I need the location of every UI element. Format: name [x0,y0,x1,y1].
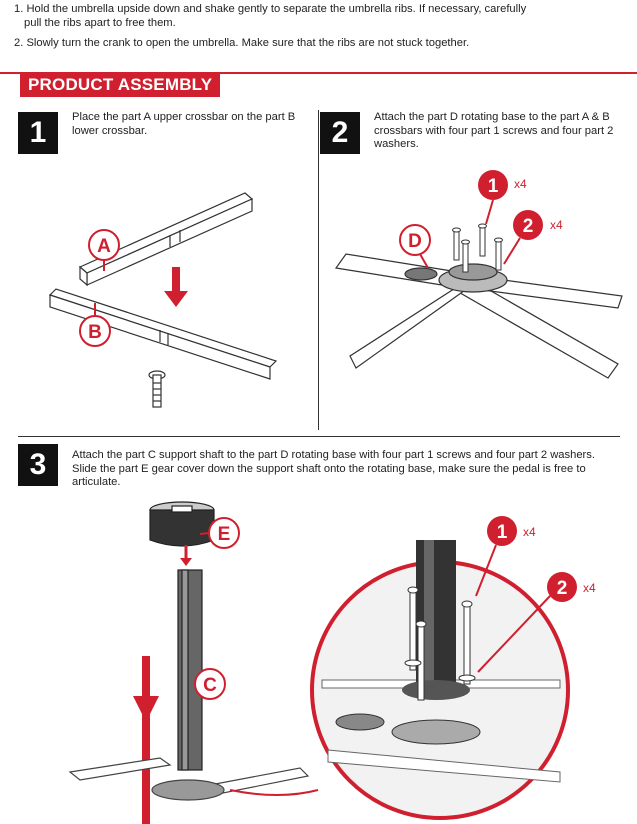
step-1-illustration: A B [48,192,278,408]
callout-washer-label: 2 [523,216,534,237]
intro-step-1-line-2: pull the ribs apart to free them. [24,17,176,29]
callout-screw-zoom-label: 1 [497,522,508,543]
callout-screw-label: 1 [488,176,499,197]
intro-step-2: 2. Slowly turn the crank to open the umb… [14,37,470,49]
intro-step-1-line-1: 1. Hold the umbrella upside down and sha… [14,3,527,15]
horizontal-divider [18,436,620,437]
callout-screw-zoom-qty: x4 [523,525,536,539]
upper-crossbar-a [78,192,254,287]
callout-c [194,668,226,700]
screws [452,223,503,273]
step-2-text: Attach the part D rotating base to the p… [374,111,614,150]
callout-b [79,303,111,347]
step-3-text: Attach the part C support shaft to the p… [72,449,595,488]
screw-icon [148,370,166,408]
step-2-illustration: D 1 x4 2 x4 [334,170,623,379]
lower-crossbar-b [48,288,278,380]
callout-e-label: E [218,524,231,545]
base-crossbars [68,757,310,801]
callout-washer-zoom-label: 2 [557,578,568,599]
callout-washer-qty: x4 [550,218,563,232]
down-arrow-icon [133,656,159,824]
gear-cover-e [149,501,215,547]
down-arrow-icon [164,267,188,307]
step-1-number: 1 [18,112,58,154]
callout-screw-qty: x4 [514,177,527,191]
section-title: PRODUCT ASSEMBLY [20,73,221,97]
step-1-text: Place the part A upper crossbar on the p… [72,111,296,137]
vertical-divider [318,110,319,430]
section-rule [0,72,637,74]
callout-washer [513,210,543,240]
callout-a [88,229,120,271]
step-3-illustration: E C 1 x4 [68,501,596,824]
intro-instructions: 1. Hold the umbrella upside down and sha… [14,2,624,56]
step-2-number: 2 [320,112,360,154]
zoom-detail [310,540,570,820]
callout-c-label: C [203,675,217,696]
step-3-number: 3 [18,444,58,486]
callout-washer-zoom-qty: x4 [583,581,596,595]
intro-step-1: 1. Hold the umbrella upside down and sha… [14,2,624,30]
callout-d [399,224,431,269]
callout-washer-zoom [547,572,577,602]
support-shaft-c [177,569,203,771]
callout-d-label: D [408,231,422,252]
callout-b-label: B [88,322,102,343]
callout-screw-zoom [487,516,517,546]
callout-screw [478,170,508,200]
rotating-base-d [404,263,508,293]
callout-a-label: A [97,236,111,257]
